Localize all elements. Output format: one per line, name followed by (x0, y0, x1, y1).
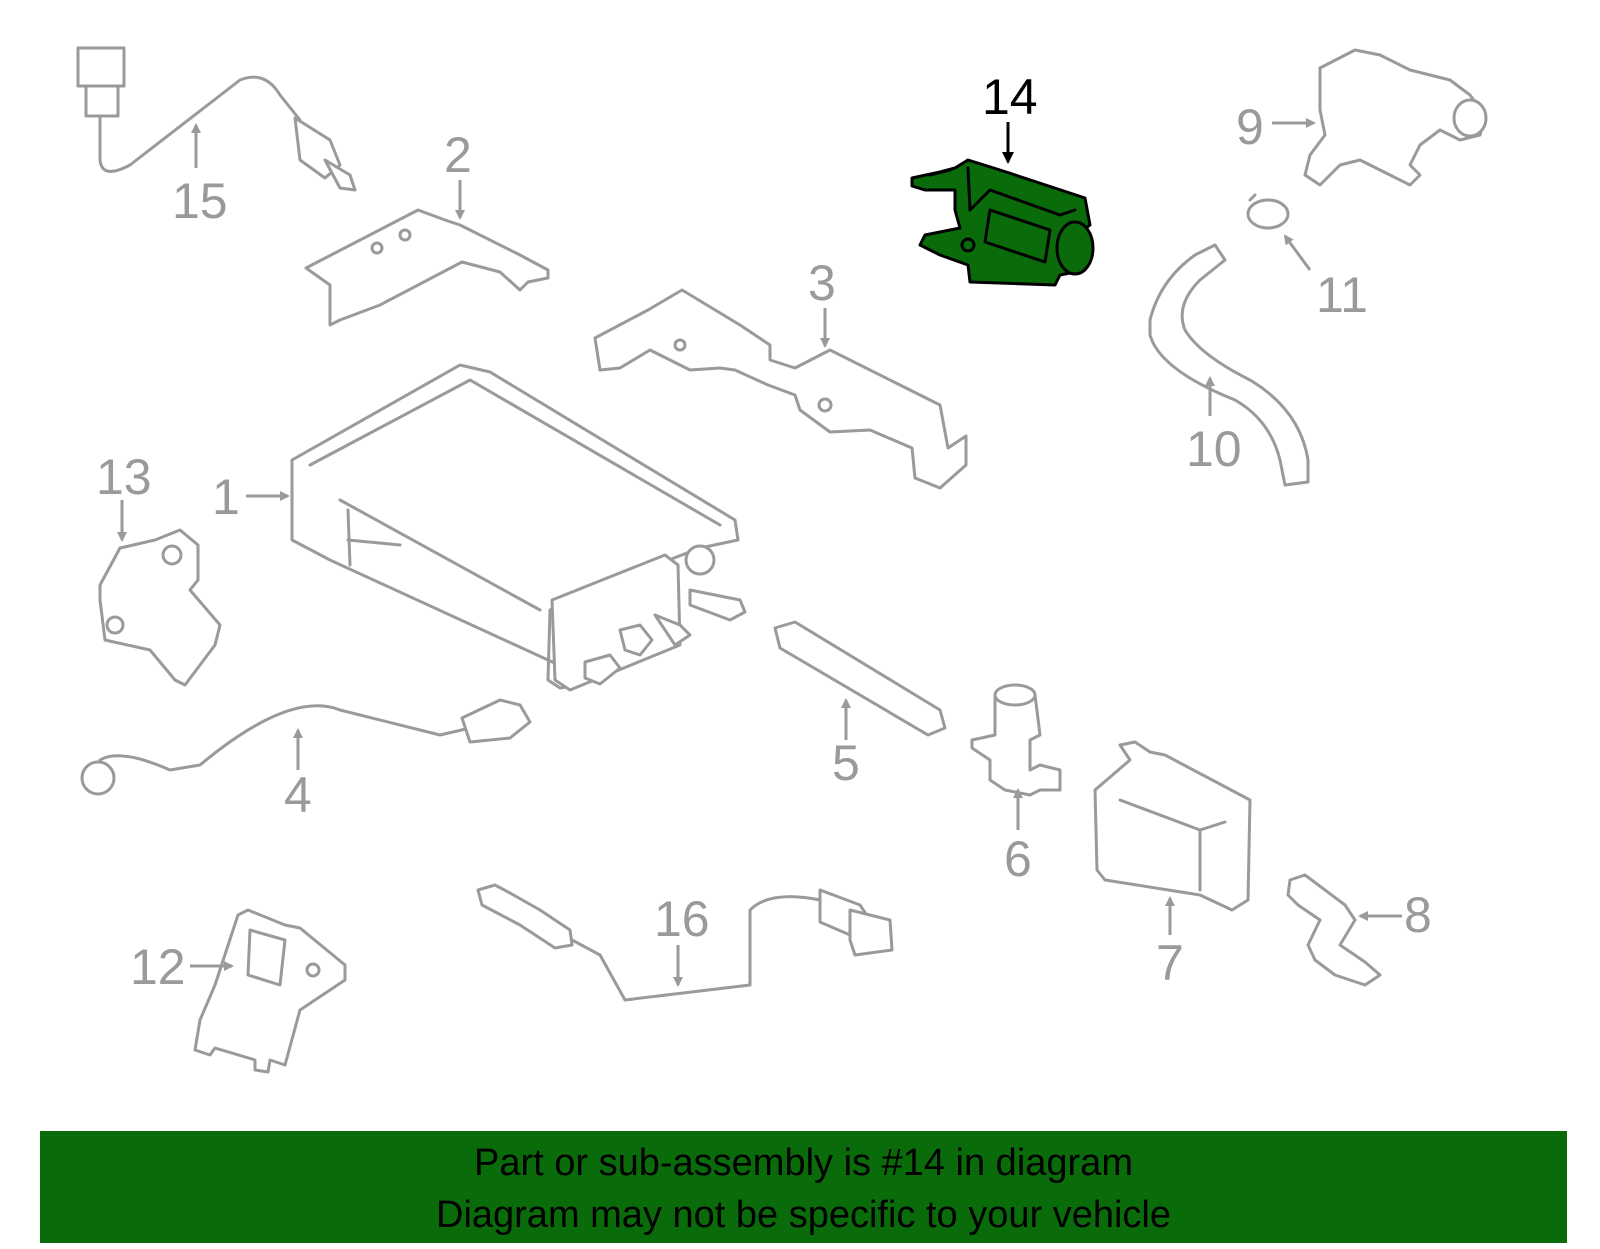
part-13-sensor[interactable] (98, 528, 222, 687)
callout-2[interactable]: 2 (444, 127, 472, 183)
callout-8[interactable]: 8 (1404, 887, 1432, 943)
callout-4[interactable]: 4 (284, 767, 312, 823)
part-1-canister[interactable] (290, 363, 747, 692)
part-11-clamp[interactable] (1246, 193, 1290, 230)
part-2-bracket[interactable] (304, 208, 550, 327)
part-5-rod[interactable] (773, 620, 947, 737)
callout-9[interactable]: 9 (1236, 99, 1264, 155)
callout-16[interactable]: 16 (654, 891, 710, 947)
part-3-bracket[interactable] (593, 288, 968, 490)
callout-11-arrow (1283, 234, 1312, 271)
callout-7[interactable]: 7 (1156, 935, 1184, 991)
part-4-sensor-wire[interactable] (80, 698, 532, 796)
part-6-valve[interactable] (970, 683, 1062, 797)
callout-13[interactable]: 13 (96, 449, 152, 505)
callout-15[interactable]: 15 (172, 173, 228, 229)
part-7-filter[interactable] (1093, 740, 1252, 912)
part-10-hose[interactable] (1148, 243, 1310, 487)
part-8-hose[interactable] (1286, 873, 1382, 987)
part-15-oxygen-sensor[interactable] (76, 46, 357, 192)
callout-6[interactable]: 6 (1004, 831, 1032, 887)
part-14-highlighted-valve[interactable] (910, 158, 1095, 287)
callout-3[interactable]: 3 (808, 255, 836, 311)
callout-12[interactable]: 12 (130, 939, 186, 995)
callout-5[interactable]: 5 (832, 735, 860, 791)
callout-1[interactable]: 1 (212, 469, 240, 525)
banner-line-2: Diagram may not be specific to your vehi… (436, 1194, 1171, 1236)
callout-14[interactable]: 14 (982, 69, 1038, 125)
part-9-purge-valve[interactable] (1303, 48, 1488, 187)
info-banner: Part or sub-assembly is #14 in diagram D… (40, 1131, 1567, 1243)
banner-line-1: Part or sub-assembly is #14 in diagram (474, 1142, 1133, 1184)
callout-10[interactable]: 10 (1186, 421, 1242, 477)
callout-11[interactable]: 11 (1316, 267, 1368, 323)
part-16-oxygen-sensor[interactable] (476, 883, 894, 1002)
part-12-sensor[interactable] (193, 908, 347, 1074)
